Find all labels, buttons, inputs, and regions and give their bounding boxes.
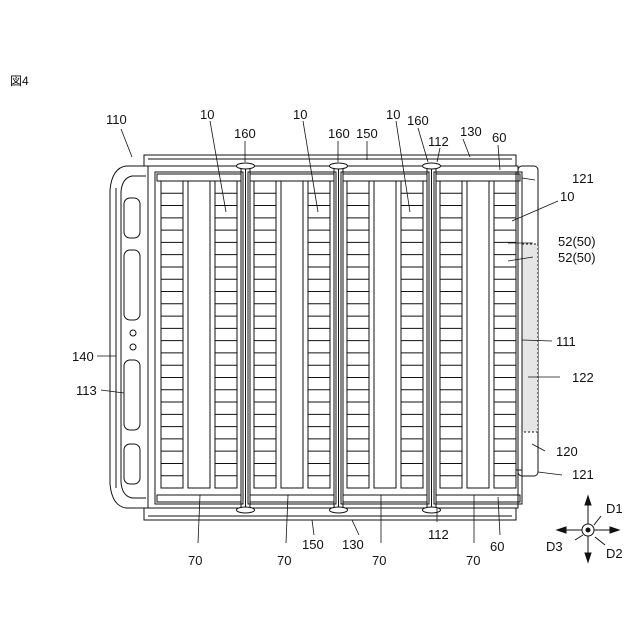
label-111: 111 — [556, 334, 576, 349]
partition-cap-112 — [330, 507, 348, 513]
label-130-top: 130 — [460, 124, 482, 139]
label-121-top: 121 — [572, 171, 594, 186]
partition-cap-112 — [423, 163, 441, 169]
label-52-50-a: 52(50) — [558, 234, 596, 249]
label-150-bottom: 150 — [302, 537, 324, 552]
label-60-bottom: 60 — [490, 539, 504, 554]
label-70-col3: 70 — [372, 553, 386, 568]
partition-cap-112 — [237, 507, 255, 513]
label-121-bottom: 121 — [572, 467, 594, 482]
partition-cap-112 — [423, 507, 441, 513]
binding-bar-70 — [188, 181, 210, 488]
binding-bar-70 — [467, 181, 489, 488]
label-70-col1: 70 — [188, 553, 202, 568]
cell-stack-column — [347, 181, 369, 488]
end-plate-top-60 — [343, 174, 427, 181]
end-plate-bottom-60 — [157, 495, 241, 502]
case-left-inner-wall-113 — [121, 176, 146, 498]
label-70-col4: 70 — [466, 553, 480, 568]
binding-bar-70 — [374, 181, 396, 488]
case-left-wall-140 — [110, 166, 146, 508]
label-10-col3: 10 — [386, 107, 400, 122]
label-10-col2: 10 — [293, 107, 307, 122]
battery-module-10 — [248, 172, 336, 504]
cell-stack-column — [494, 181, 516, 488]
label-160-c: 160 — [407, 113, 429, 128]
binding-bar-70 — [281, 181, 303, 488]
label-112-bottom: 112 — [428, 527, 449, 542]
cell-stack-column — [440, 181, 462, 488]
partition-cap-112 — [237, 163, 255, 169]
end-plate-bottom-60 — [436, 495, 520, 502]
heat-transfer-sheet-111 — [522, 244, 538, 432]
label-113: 113 — [76, 383, 97, 398]
label-70-col2: 70 — [277, 553, 291, 568]
label-122: 122 — [572, 370, 594, 385]
left-fastener — [130, 330, 136, 336]
left-pocket — [124, 360, 140, 430]
label-160-a: 160 — [234, 126, 256, 141]
end-plate-bottom-60 — [250, 495, 334, 502]
battery-module-10 — [341, 172, 429, 504]
label-130-bottom: 130 — [342, 537, 364, 552]
figure-title: 図4 — [10, 74, 29, 88]
label-d1: D1 — [606, 501, 623, 516]
cell-stack-column — [215, 181, 237, 488]
label-150-top: 150 — [356, 126, 378, 141]
label-140: 140 — [72, 349, 94, 364]
cell-stack-column — [161, 181, 183, 488]
label-112-top: 112 — [428, 134, 449, 149]
partition-cap-112 — [330, 163, 348, 169]
battery-module-10 — [434, 172, 522, 504]
label-d2: D2 — [606, 546, 623, 561]
end-plate-top-60 — [157, 174, 241, 181]
end-plate-bottom-60 — [343, 495, 427, 502]
label-10-col1: 10 — [200, 107, 214, 122]
left-pocket — [124, 250, 140, 320]
battery-pack-drawing — [110, 155, 538, 520]
left-fastener — [130, 344, 136, 350]
label-52-50-b: 52(50) — [558, 250, 596, 265]
label-60-top: 60 — [492, 130, 506, 145]
label-d3: D3 — [546, 539, 563, 554]
end-plate-top-60 — [250, 174, 334, 181]
label-110: 110 — [106, 112, 127, 127]
left-pocket — [124, 198, 140, 238]
label-120: 120 — [556, 444, 578, 459]
cell-stack-column — [401, 181, 423, 488]
label-160-b: 160 — [328, 126, 350, 141]
cell-stack-column — [254, 181, 276, 488]
label-10-right: 10 — [560, 189, 574, 204]
end-plate-top-60 — [436, 174, 520, 181]
left-pocket — [124, 444, 140, 484]
battery-module-10 — [155, 172, 243, 504]
cell-stack-column — [308, 181, 330, 488]
